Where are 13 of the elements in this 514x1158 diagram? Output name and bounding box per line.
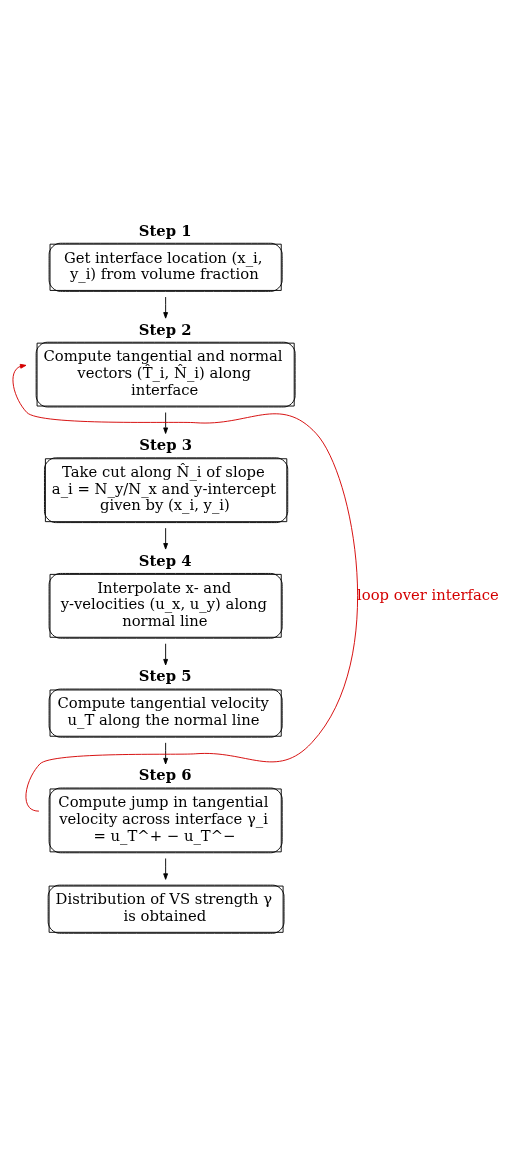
node-label: Step 1 [138, 221, 191, 239]
arrow [12, 363, 358, 812]
node-label: Step 5 [138, 667, 191, 685]
node-label: Step 6 [138, 766, 191, 784]
arrow [162, 527, 168, 550]
node-label: Step 2 [138, 320, 191, 338]
arrow [162, 296, 168, 319]
arrow [162, 643, 168, 666]
arrow [162, 858, 168, 880]
node-label: Step 4 [138, 551, 191, 569]
arrow [162, 412, 168, 434]
arrow [162, 742, 168, 765]
node-label: Step 3 [138, 436, 192, 454]
